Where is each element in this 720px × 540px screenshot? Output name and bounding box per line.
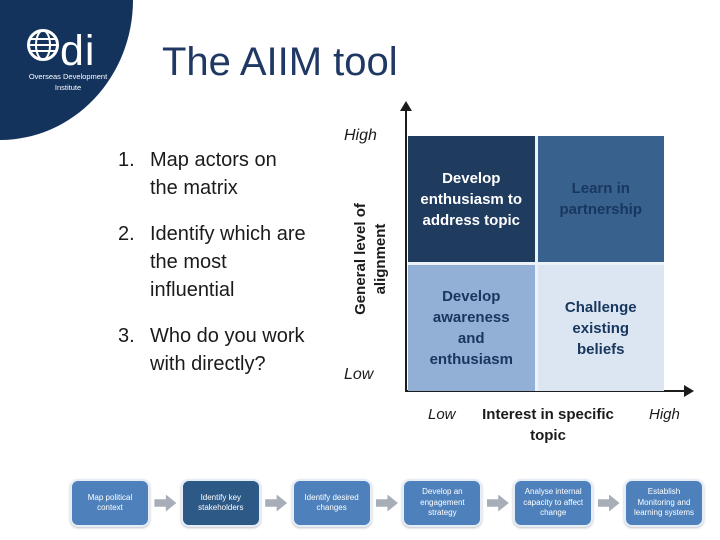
- quadrant-top-left: Develop enthusiasm to address topic: [408, 136, 535, 262]
- flow-step-identify-desired-changes: Identify desired changes: [291, 479, 372, 527]
- odi-logo: di Overseas Development Institute: [0, 0, 133, 140]
- flow-connector: [593, 494, 624, 512]
- y-axis-low-label: Low: [344, 366, 374, 383]
- x-axis-high-label: High: [649, 406, 680, 423]
- odi-caption-line1: Overseas Development: [28, 72, 108, 81]
- quadrant-top-right: Learn in partnership: [537, 136, 664, 262]
- odi-caption-line2: Institute: [54, 83, 82, 92]
- globe-icon: [26, 28, 60, 67]
- right-arrow-icon: [597, 494, 620, 512]
- flow-step-map-political-context: Map political context: [70, 479, 150, 527]
- y-axis-arrow-icon: [400, 101, 412, 111]
- list-item-2: 2. Identify which are the most influenti…: [118, 220, 306, 304]
- odi-wordmark: di: [26, 27, 96, 75]
- x-axis-title: Interest in specific topic: [482, 406, 614, 444]
- list-item-text: Map actors on the matrix: [150, 149, 277, 199]
- odi-letters: di: [60, 27, 96, 75]
- flow-connector: [372, 494, 403, 512]
- right-arrow-icon: [154, 494, 177, 512]
- x-axis-line: [405, 390, 687, 392]
- flow-step-establish-monitoring-learning: Establish Monitoring and learning system…: [623, 479, 704, 527]
- list-item-text: Identify which are the most influential: [150, 223, 306, 301]
- list-item-number: 3.: [118, 325, 135, 347]
- x-axis-low-label: Low: [428, 406, 456, 423]
- right-arrow-icon: [265, 494, 288, 512]
- flow-connector: [150, 494, 181, 512]
- quadrant-bottom-left: Develop awareness and enthusiasm: [408, 265, 535, 391]
- y-axis-line: [405, 111, 407, 392]
- list-item-text: Who do you work with directly?: [150, 325, 305, 375]
- flow-step-develop-engagement-strategy: Develop an engagement strategy: [402, 479, 483, 527]
- x-axis-arrow-icon: [684, 385, 694, 397]
- list-item-3: 3. Who do you work with directly?: [118, 322, 306, 378]
- flow-connector: [261, 494, 292, 512]
- y-axis-title: General level of alignment: [352, 203, 389, 315]
- flow-connector: [482, 494, 513, 512]
- y-axis-high-label: High: [344, 127, 377, 144]
- page-title: The AIIM tool: [162, 40, 398, 84]
- aiim-matrix: Develop enthusiasm to address topic Lear…: [408, 136, 664, 391]
- flow-step-analyse-internal-capacity: Analyse internal capacity to affect chan…: [513, 479, 594, 527]
- list-item-number: 1.: [118, 149, 135, 171]
- list-item-1: 1. Map actors on the matrix: [118, 146, 306, 202]
- flow-step-identify-key-stakeholders: Identify key stakeholders: [180, 479, 261, 527]
- process-flow: Map political context Identify key stake…: [70, 477, 704, 529]
- right-arrow-icon: [375, 494, 398, 512]
- quadrant-bottom-right: Challenge existing beliefs: [537, 265, 664, 391]
- list-item-number: 2.: [118, 223, 135, 245]
- instruction-list: 1. Map actors on the matrix 2. Identify …: [118, 146, 306, 396]
- right-arrow-icon: [486, 494, 509, 512]
